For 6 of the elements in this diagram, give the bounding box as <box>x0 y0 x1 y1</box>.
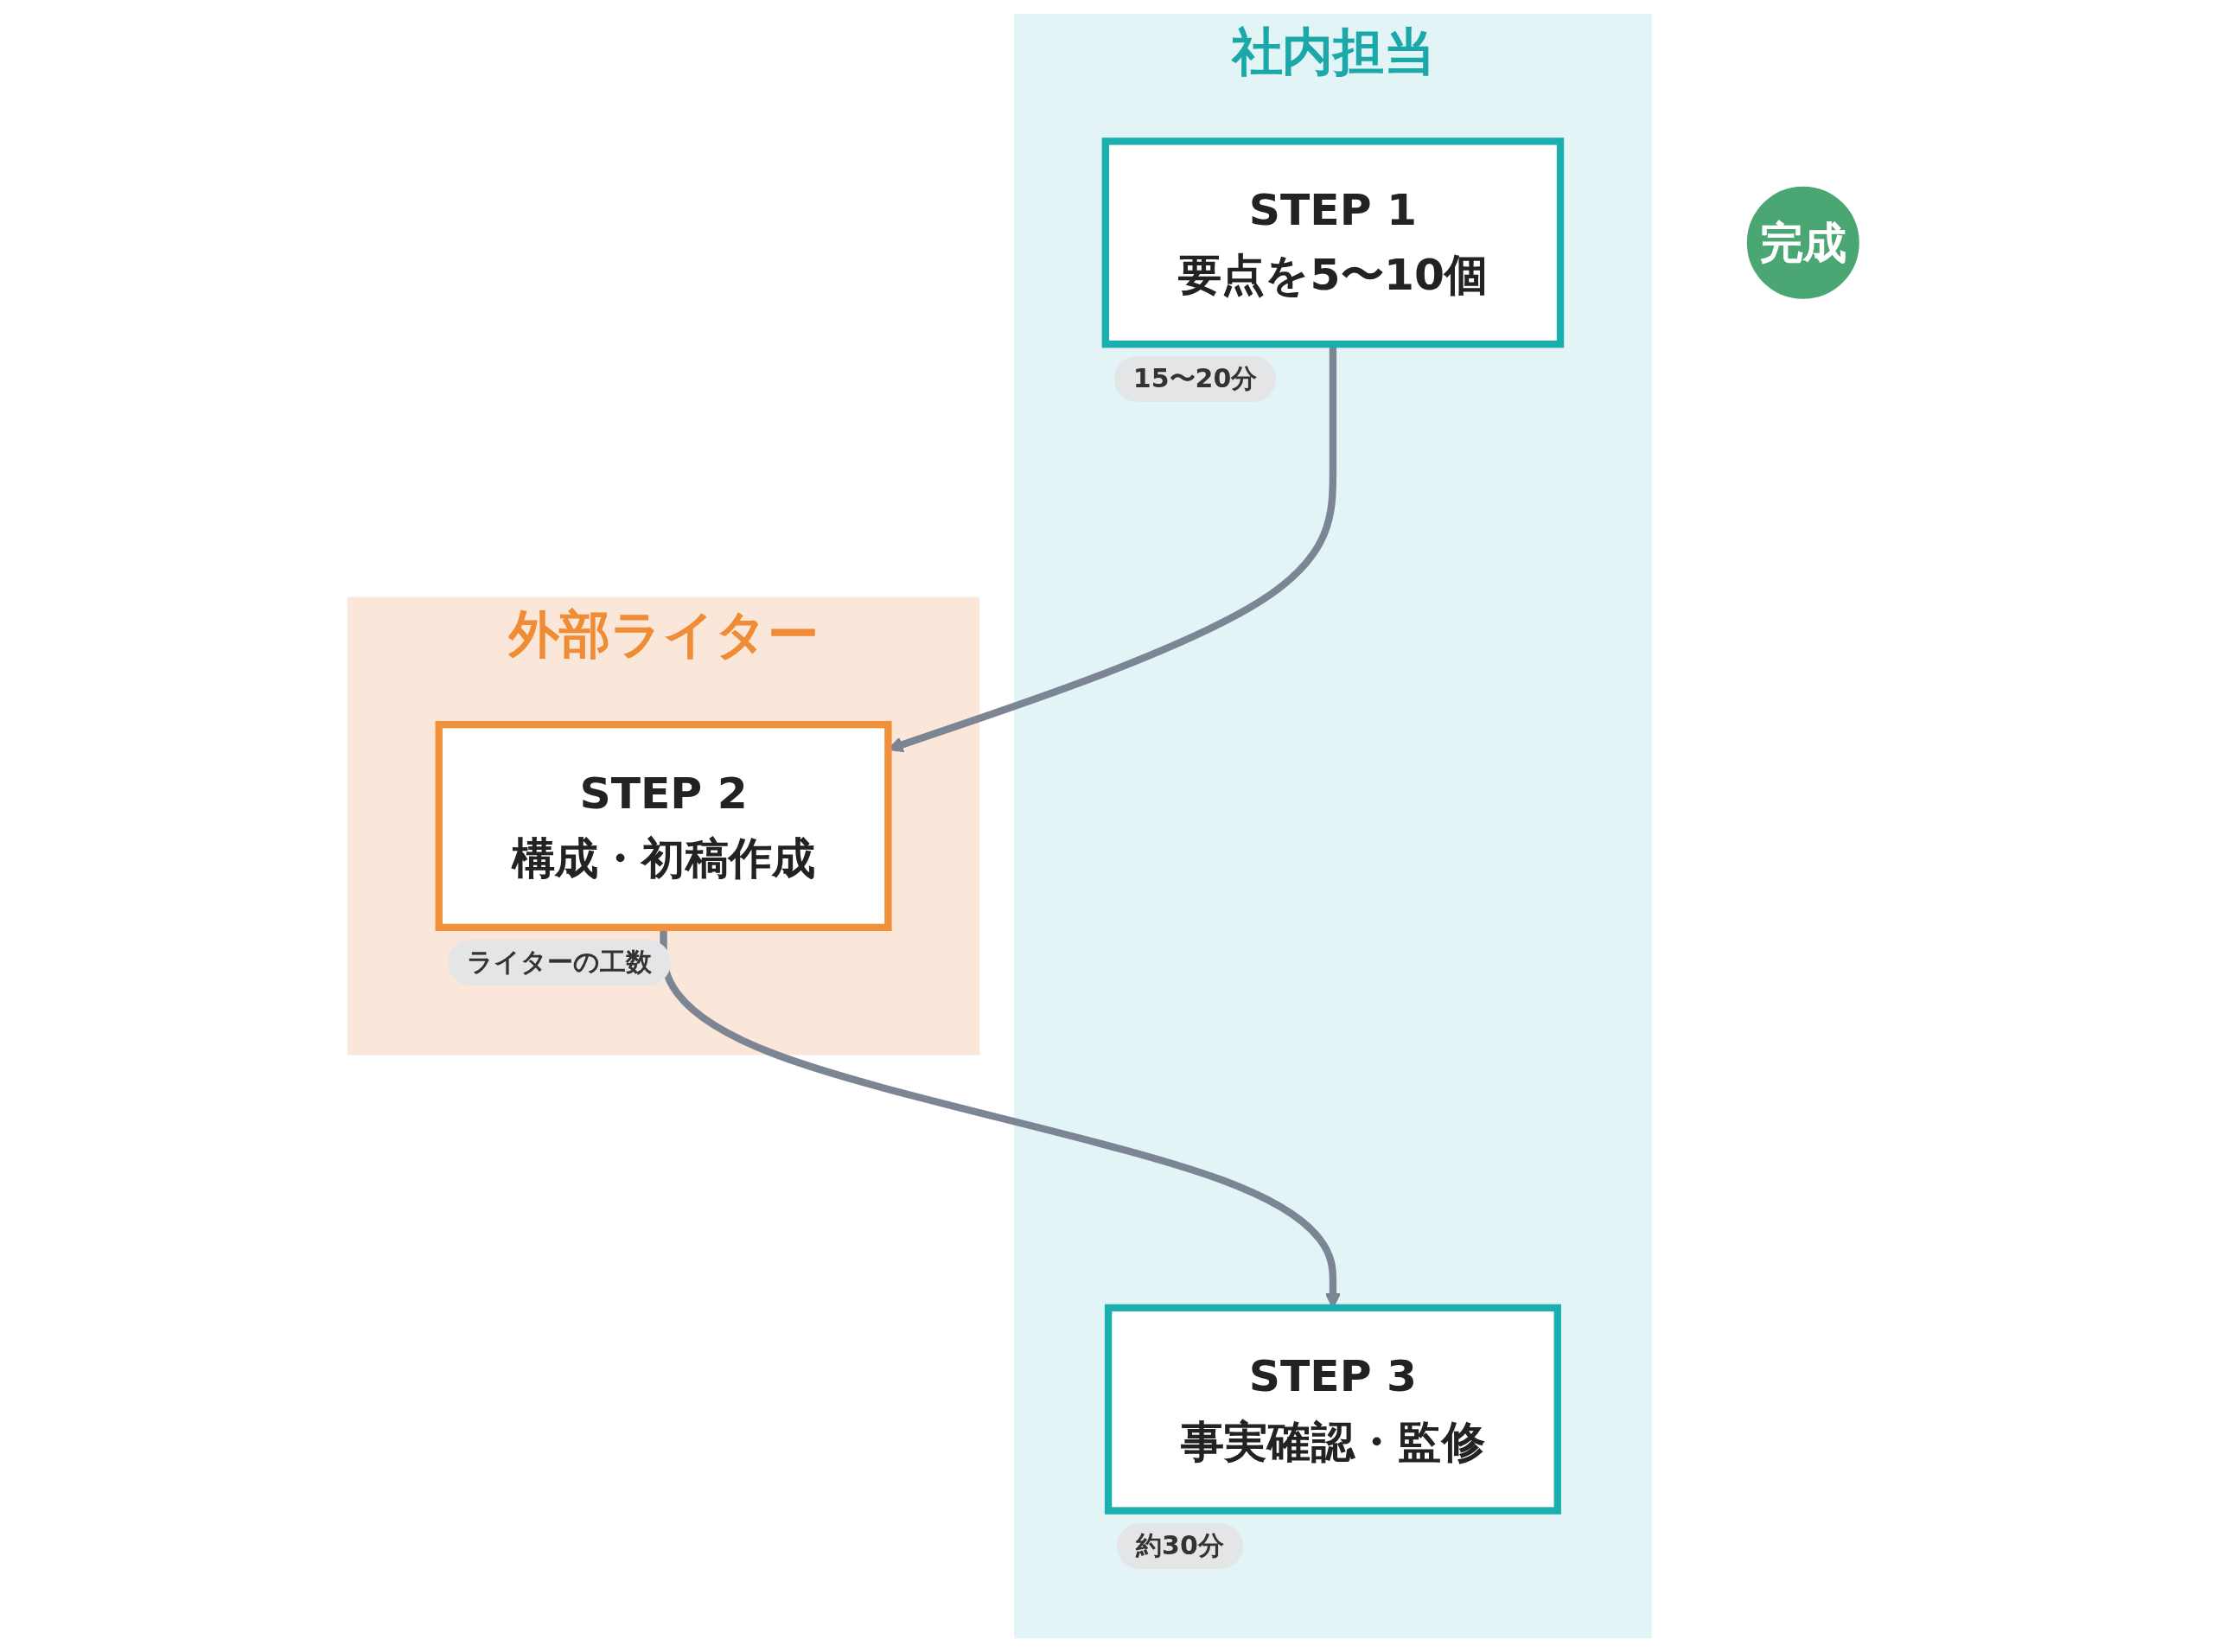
time-estimate: 15〜20分 <box>1113 356 1277 403</box>
node-box: STEP 3 事実確認・監修 <box>1104 1304 1561 1515</box>
time-estimate: ライターの工数 <box>447 939 671 985</box>
node-box: STEP 1 要点を5〜10個 <box>1101 137 1565 348</box>
node-box: STEP 2 構成・初稿作成 <box>435 720 892 932</box>
time-estimate: 約30分 <box>1117 1522 1243 1569</box>
